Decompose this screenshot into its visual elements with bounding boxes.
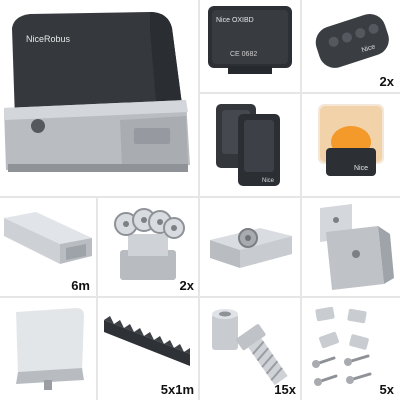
motor-cell[interactable]: NiceRobus <box>0 0 198 196</box>
rail-cell[interactable]: 6m <box>0 198 96 296</box>
divider <box>0 296 400 298</box>
rail-image <box>4 212 92 264</box>
catcher-cell[interactable] <box>302 198 400 296</box>
bolt-nut-image <box>212 309 288 386</box>
plates-screws-cell[interactable]: 5x <box>302 298 400 400</box>
rack-image <box>104 316 190 366</box>
divider <box>300 0 302 400</box>
divider <box>198 92 400 94</box>
end-stop-image <box>16 308 84 390</box>
end-stop-cell[interactable] <box>0 298 96 400</box>
remote-logo: Nice <box>361 43 377 54</box>
remote-cell[interactable]: Nice 2x <box>302 0 400 92</box>
divider <box>96 196 98 400</box>
bolt-nut-qty: 15x <box>274 382 296 397</box>
lamp-logo: Nice <box>354 165 368 172</box>
rail-qty: 6m <box>71 278 90 293</box>
photocells-cell[interactable]: Nice <box>200 94 300 196</box>
remote-image: Nice <box>315 14 389 68</box>
divider <box>0 196 400 198</box>
catcher-image <box>320 204 394 290</box>
carriage-image <box>114 208 185 280</box>
rack-qty: 5x1m <box>160 382 194 397</box>
bolt-nut-cell[interactable]: 15x <box>200 298 300 400</box>
remote-qty: 2x <box>379 74 394 89</box>
receiver-image: Nice OXIBD CE 0682 <box>208 6 292 74</box>
receiver-logo: Nice OXIBD <box>216 17 254 24</box>
lamp-cell[interactable]: Nice <box>302 94 400 196</box>
motor-image: NiceRobus <box>4 12 190 172</box>
photocells-image: Nice <box>216 104 280 186</box>
motor-logo: NiceRobus <box>26 34 71 44</box>
carriage-cell[interactable]: 2x <box>98 198 198 296</box>
guide-roller-image <box>210 228 292 268</box>
plates-screws-qty: 5x <box>379 382 394 397</box>
carriage-qty: 2x <box>179 278 194 293</box>
guide-roller-cell[interactable] <box>200 198 300 296</box>
rack-cell[interactable]: 5x1m <box>98 298 198 400</box>
receiver-cell[interactable]: Nice OXIBD CE 0682 <box>200 0 300 92</box>
photocells-logo: Nice <box>262 178 275 184</box>
lamp-image: Nice <box>318 104 384 176</box>
plates-screws-image <box>312 306 372 386</box>
receiver-ce: CE 0682 <box>230 51 257 58</box>
divider <box>198 0 200 400</box>
